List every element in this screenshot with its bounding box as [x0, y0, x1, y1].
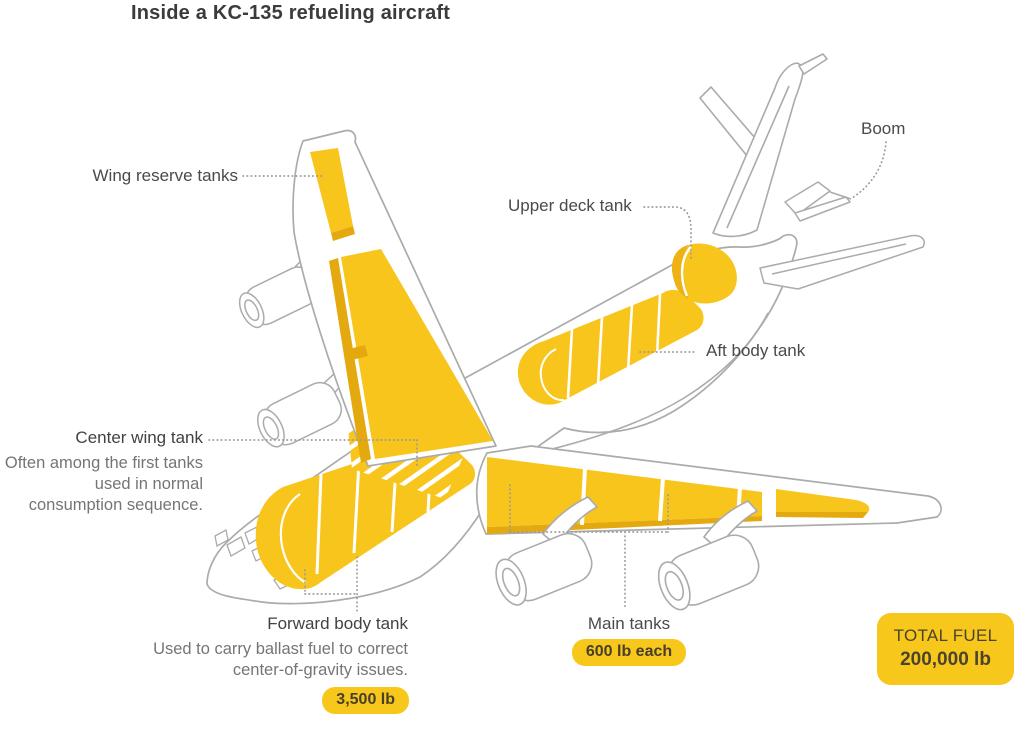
leader-boom	[851, 141, 887, 199]
wing-reserve-tank-shape	[776, 489, 870, 512]
leading-edge-notch	[349, 345, 368, 360]
engine-icon	[256, 381, 342, 448]
main-tanks-shape	[487, 457, 762, 527]
fin-inner-line	[726, 85, 790, 229]
leader-upper-deck	[643, 206, 692, 259]
page-title: Inside a KC-135 refueling aircraft	[131, 2, 451, 24]
aft-body-tank-shape	[517, 289, 704, 405]
boom-shape	[829, 191, 852, 200]
description-center-wing-tank: Often among the first tanks used in norm…	[4, 454, 203, 514]
label-upper-deck-tank: Upper deck tank	[508, 196, 632, 215]
boom-shape	[784, 181, 831, 216]
leader-forward-body	[304, 556, 358, 613]
total-fuel-label: TOTAL FUEL	[893, 626, 998, 645]
upper-deck-tank-shape	[672, 243, 737, 304]
label-forward-body-tank: Forward body tank	[267, 614, 408, 633]
engine-icon	[657, 534, 760, 611]
fairing-line	[551, 312, 769, 450]
leader-lines	[208, 141, 887, 613]
description-forward-body-tank: Used to carry ballast fuel to correct ce…	[153, 640, 408, 679]
leader-center-wing	[208, 439, 418, 468]
main-tanks-callout: Main tanks 600 lb each	[554, 614, 704, 667]
main-tanks-capacity-badge: 600 lb each	[571, 639, 687, 667]
left-wing-tank-shape	[341, 249, 493, 459]
label-main-tanks: Main tanks	[587, 614, 671, 633]
wing-reserve-tank-shape	[310, 148, 353, 233]
wing-reserve-tank-shape	[331, 226, 355, 241]
label-aft-body-tank: Aft body tank	[706, 341, 806, 360]
label-wing-reserve-tanks: Wing reserve tanks	[92, 166, 239, 185]
vertical-stabilizer	[712, 62, 804, 238]
left-wing-tank-shape	[329, 258, 371, 463]
engine-icon	[238, 266, 319, 329]
total-fuel-value: 200,000 lb	[900, 649, 991, 670]
label-center-wing-tank: Center wing tank	[75, 428, 203, 447]
forward-body-badge-wrap: 3,500 lb	[118, 687, 409, 714]
stabilizer-inner-line	[771, 243, 907, 275]
label-boom: Boom	[861, 119, 906, 138]
antenna-probe-icon	[798, 53, 828, 75]
wing-reserve-tank-shape	[776, 512, 868, 518]
engine-icon	[495, 532, 593, 606]
boom-shape	[794, 196, 851, 222]
total-fuel-card: TOTAL FUEL 200,000 lb	[877, 613, 1014, 685]
forward-body-capacity-badge: 3,500 lb	[322, 687, 409, 714]
